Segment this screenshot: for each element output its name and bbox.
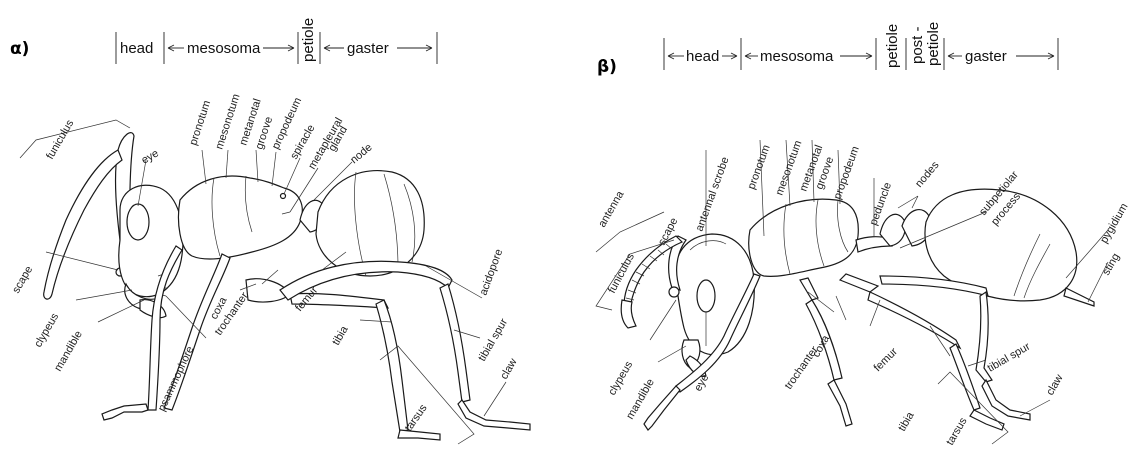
- beta-label-tibial-spur: tibial spur: [986, 340, 1033, 374]
- beta-label-antennal-scrobe: antennal scrobe: [694, 155, 732, 233]
- panel-alpha: α) head mesosoma petiole gaster: [10, 18, 530, 444]
- alpha-label-funiculus: funiculus: [44, 117, 76, 161]
- alpha-header-gaster: gaster: [347, 40, 389, 57]
- alpha-header-petiole: petiole: [300, 18, 317, 62]
- beta-label-tibia: tibia: [896, 409, 917, 433]
- beta-label-pygidium: pygidium: [1098, 201, 1130, 245]
- beta-label-trochanter: trochanter: [783, 344, 821, 392]
- alpha-label-tibia: tibia: [330, 323, 351, 347]
- beta-header-gaster: gaster: [965, 48, 1007, 65]
- alpha-header-bar: head mesosoma petiole gaster: [116, 18, 437, 64]
- panel-beta-letter: β): [597, 57, 617, 77]
- alpha-header-mesosoma: mesosoma: [187, 40, 261, 57]
- beta-label-propodeum: propodeum: [832, 145, 862, 201]
- beta-label-nodes: nodes: [913, 159, 942, 190]
- alpha-labels: funiculus eye pronotum mesonotum metanot…: [10, 93, 519, 434]
- alpha-label-scape: scape: [10, 264, 35, 295]
- alpha-header-head: head: [120, 40, 153, 57]
- alpha-label-pronotum: pronotum: [187, 99, 213, 147]
- beta-header-post: post -: [909, 26, 926, 64]
- beta-label-claw: claw: [1044, 372, 1065, 397]
- beta-label-antenna: antenna: [596, 188, 627, 229]
- alpha-label-mandible: mandible: [52, 329, 85, 374]
- beta-label-pronotum: pronotum: [746, 143, 773, 191]
- alpha-label-acidopore: acidopore: [478, 248, 506, 298]
- alpha-ant-drawing: [44, 133, 530, 440]
- alpha-label-eye: eye: [140, 147, 161, 166]
- beta-header-bar: head mesosoma petiole post - petiole gas…: [664, 22, 1058, 70]
- beta-label-clypeus: clypeus: [606, 359, 635, 398]
- beta-header-petiole: petiole: [884, 24, 901, 68]
- panel-alpha-letter: α): [10, 39, 29, 59]
- beta-label-tarsus: tarsus: [944, 415, 970, 447]
- alpha-label-psammophore: psammophore: [156, 344, 197, 413]
- beta-label-femur: femur: [872, 346, 901, 375]
- alpha-label-node: node: [348, 141, 374, 166]
- panel-beta: β) head mesosoma petiole post - petiole …: [596, 22, 1131, 448]
- beta-header-head: head: [686, 48, 719, 65]
- alpha-label-clypeus: clypeus: [32, 311, 61, 350]
- beta-header-postpetiole: petiole: [925, 22, 942, 66]
- alpha-label-tibial-spur: tibial spur: [476, 316, 510, 363]
- beta-header-mesosoma: mesosoma: [760, 48, 834, 65]
- beta-ant-drawing: [621, 189, 1094, 430]
- alpha-label-claw: claw: [498, 356, 519, 381]
- beta-label-sting: sting: [1100, 251, 1122, 277]
